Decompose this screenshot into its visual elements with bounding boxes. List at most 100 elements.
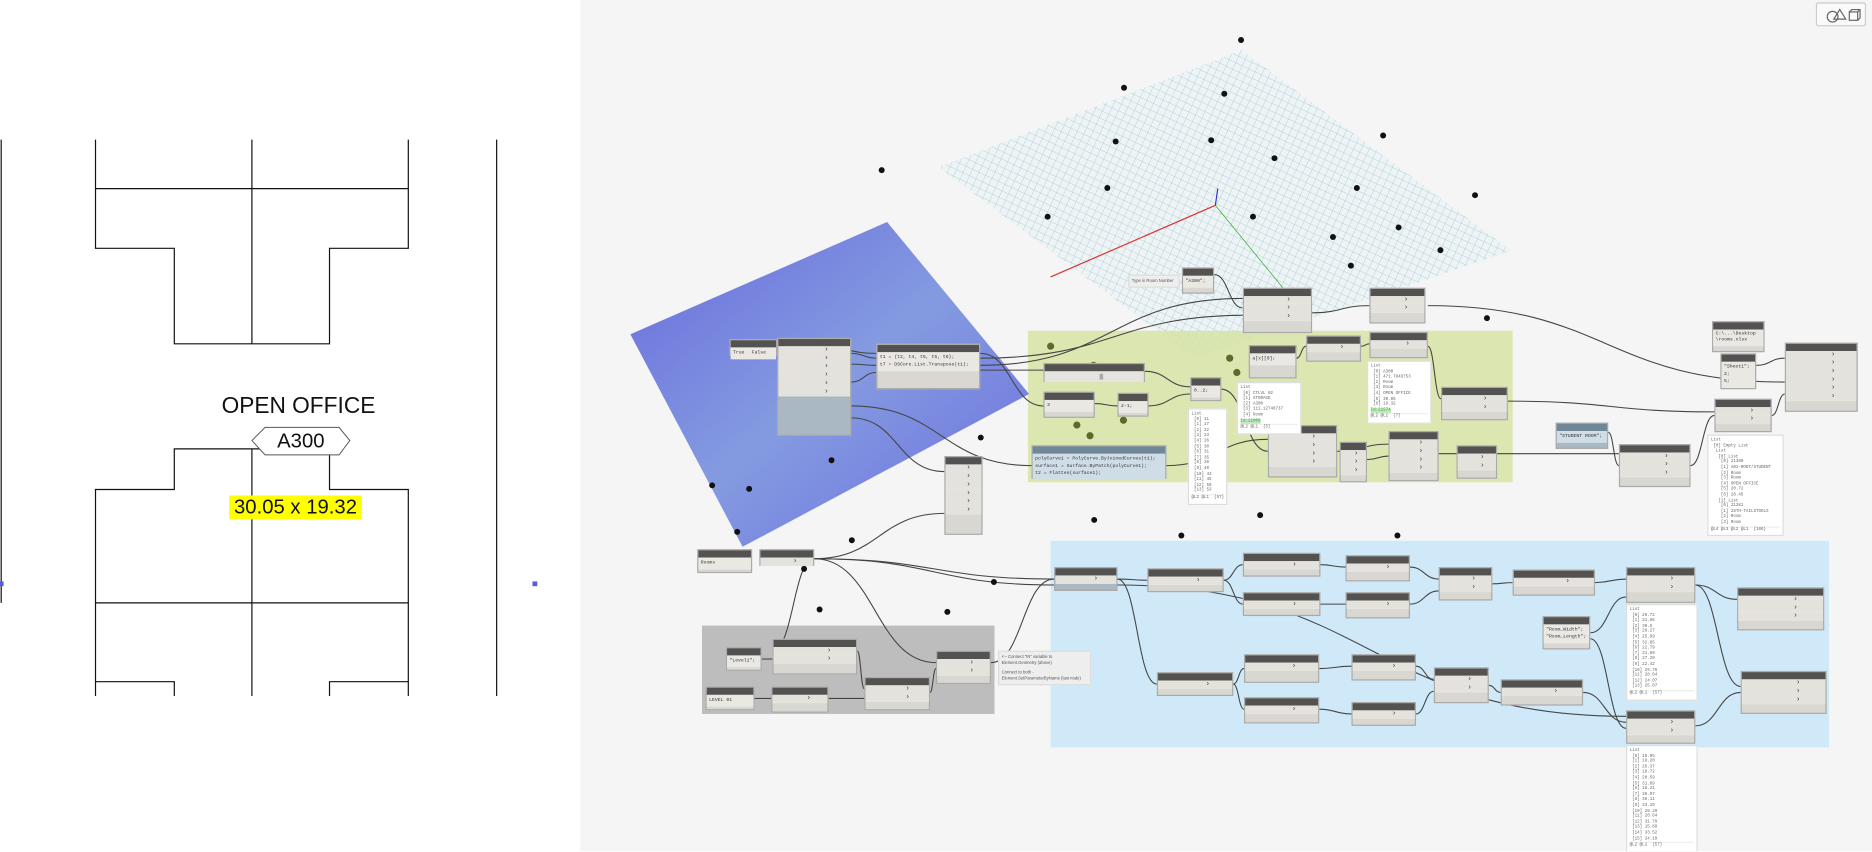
param-names-code-block[interactable]: "Room_Width"; "Room_Length";: [1542, 616, 1591, 650]
connector-wire[interactable]: [856, 650, 865, 690]
output-port[interactable]: [1627, 726, 1695, 736]
node-header[interactable]: [1352, 655, 1415, 663]
node-header[interactable]: [1032, 446, 1166, 454]
connector-wire[interactable]: [814, 558, 1055, 586]
watch-preview-room-info[interactable]: List [0] CTLVL 02 [1] STORAGE [2] A300 […: [1236, 382, 1302, 435]
code-block-index[interactable]: a[x][0];: [1248, 345, 1297, 379]
node-header[interactable]: [1738, 588, 1824, 596]
output-port[interactable]: [945, 472, 982, 482]
output-port[interactable]: [1055, 574, 1117, 584]
list-create-node[interactable]: [777, 337, 852, 436]
list-create-node-2[interactable]: [1714, 398, 1772, 433]
connector-wire[interactable]: [1223, 564, 1243, 581]
output-port[interactable]: [1501, 686, 1582, 697]
round-node[interactable]: [1512, 569, 1596, 596]
output-port[interactable]: [1738, 611, 1824, 621]
connector-wire[interactable]: [1690, 414, 1715, 467]
output-port[interactable]: [1741, 678, 1826, 688]
output-port[interactable]: [1346, 599, 1409, 609]
output-port[interactable]: [1370, 339, 1427, 349]
output-port[interactable]: [1435, 675, 1488, 685]
output-port[interactable]: [1307, 343, 1360, 353]
node-header[interactable]: [1158, 673, 1233, 681]
output-port[interactable]: [1741, 686, 1826, 697]
getitem-node-2[interactable]: [1369, 331, 1428, 359]
output-port[interactable]: [1244, 560, 1320, 570]
sheet-code-block[interactable]: "Sheet1"; 2; 5;: [1720, 353, 1757, 390]
node-header[interactable]: [1352, 703, 1415, 711]
point-y-node-2[interactable]: [1351, 702, 1416, 726]
integer-slider-node[interactable]: [1043, 362, 1145, 383]
node-header[interactable]: [1244, 593, 1320, 601]
node-header[interactable]: [1543, 617, 1590, 625]
output-port[interactable]: [1513, 577, 1594, 587]
element-geometry-node-2[interactable]: [1054, 567, 1118, 591]
connector-wire[interactable]: [1144, 370, 1191, 388]
node-header[interactable]: [727, 648, 761, 656]
boundingbox-node-2[interactable]: [1156, 672, 1234, 697]
node-value[interactable]: 0..2;: [1191, 385, 1221, 398]
connector-wire[interactable]: [1583, 691, 1627, 723]
dynamo-graph-canvas[interactable]: TrueFalset1 = {t2, t4, t5, t5, t6}; t7 =…: [580, 0, 1872, 852]
output-port[interactable]: [778, 387, 851, 397]
connector-wire[interactable]: [1117, 578, 1148, 581]
connector-wire[interactable]: [1320, 564, 1346, 568]
watch-preview-range-list[interactable]: List [0] 11 [1] 17 [2] 22 [3] 23 [4] 26 …: [1187, 408, 1228, 505]
connector-wire[interactable]: [1094, 402, 1118, 407]
node-header[interactable]: [1245, 698, 1319, 706]
node-value[interactable]: Rooms: [698, 557, 751, 570]
output-port[interactable]: [778, 378, 851, 389]
connector-wire[interactable]: [1415, 690, 1434, 715]
connector-wire[interactable]: [1695, 584, 1738, 600]
node-header[interactable]: [698, 550, 751, 558]
connector-wire[interactable]: [1366, 455, 1389, 461]
set-parameter-node[interactable]: [1737, 587, 1825, 631]
output-port[interactable]: [1269, 457, 1336, 467]
output-port[interactable]: [1389, 447, 1438, 457]
node-header[interactable]: [945, 457, 982, 465]
element-geometry-node[interactable]: [944, 456, 983, 535]
node-value[interactable]: "Room_Width"; "Room_Length";: [1543, 624, 1590, 644]
connector-wire[interactable]: [1319, 665, 1352, 670]
geometry-note[interactable]: <-- Connect "IN" variable to Element.Geo…: [998, 650, 1092, 686]
node-header[interactable]: [1340, 442, 1366, 451]
connector-wire[interactable]: [1695, 584, 1741, 688]
watch-preview-excel-list[interactable]: List [0] Empty List List [0] List [0] 21…: [1707, 434, 1784, 537]
output-port[interactable]: [1786, 375, 1857, 385]
flatten-node[interactable]: [1456, 445, 1498, 479]
connector-wire[interactable]: [851, 363, 877, 366]
output-port[interactable]: [1389, 455, 1438, 465]
geometry-view-toggle[interactable]: [1815, 2, 1867, 27]
output-port[interactable]: [1148, 575, 1223, 586]
node-header[interactable]: [1442, 388, 1507, 396]
connector-wire[interactable]: [851, 417, 945, 473]
connector-wire[interactable]: [1695, 691, 1741, 727]
output-port[interactable]: [1245, 661, 1319, 671]
slider-track[interactable]: [1044, 371, 1144, 383]
connector-wire[interactable]: [1319, 708, 1352, 715]
output-port[interactable]: [1370, 295, 1425, 305]
point-y-node[interactable]: [1345, 592, 1410, 619]
connector-wire[interactable]: [1233, 683, 1245, 710]
output-port[interactable]: [1389, 463, 1438, 473]
room-number-code-block[interactable]: "A300";: [1181, 267, 1215, 294]
list-node[interactable]: [1441, 386, 1508, 421]
output-port[interactable]: [1244, 303, 1311, 313]
connector-wire[interactable]: [1223, 579, 1243, 605]
node-value[interactable]: "Sheet1"; 2; 5;: [1721, 361, 1756, 389]
categories-dropdown[interactable]: Rooms: [697, 549, 753, 574]
node-header[interactable]: [778, 339, 851, 347]
connector-wire[interactable]: [1148, 393, 1191, 407]
output-port[interactable]: [1269, 441, 1336, 451]
node-header[interactable]: [1269, 426, 1336, 434]
output-port[interactable]: [1352, 661, 1415, 671]
node-header[interactable]: [1627, 568, 1695, 576]
node-header[interactable]: [1244, 288, 1311, 297]
connector-wire[interactable]: [1117, 584, 1627, 717]
output-port[interactable]: [1715, 414, 1771, 424]
filter-bool-mask-node[interactable]: [936, 650, 991, 685]
output-port[interactable]: [1620, 468, 1690, 478]
output-port[interactable]: [778, 345, 851, 355]
connector-wire[interactable]: [1233, 668, 1245, 685]
connector-wire[interactable]: [1427, 345, 1442, 400]
